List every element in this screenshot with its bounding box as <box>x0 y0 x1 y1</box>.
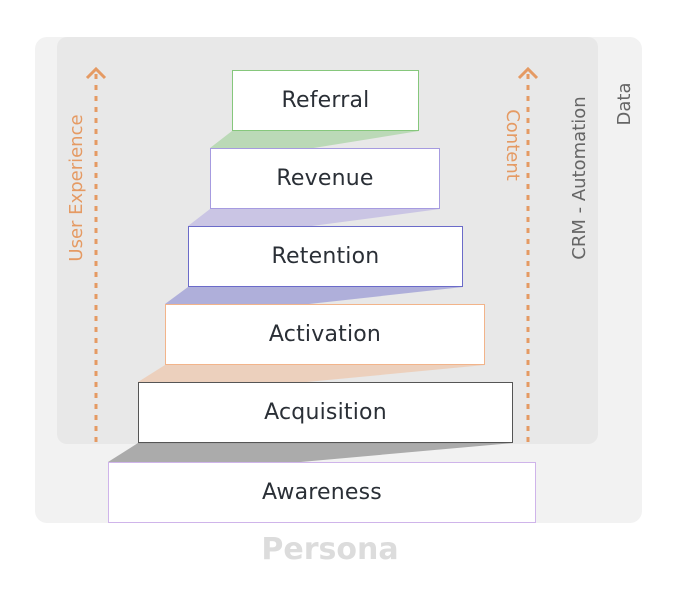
content-label: Content <box>502 109 523 181</box>
user-experience-label: User Experience <box>66 114 87 262</box>
connector-band <box>188 209 440 226</box>
stage-awareness: Awareness <box>108 462 536 523</box>
connector-band <box>165 287 463 304</box>
content-arrow <box>517 66 539 442</box>
connector-band <box>210 131 419 148</box>
persona-label: Persona <box>261 532 399 567</box>
stage-revenue: Revenue <box>210 148 440 209</box>
stage-retention: Retention <box>188 226 463 287</box>
stage-referral: Referral <box>232 70 419 131</box>
data-label: Data <box>614 82 635 126</box>
stage-activation: Activation <box>165 304 485 365</box>
crm-automation-label: CRM - Automation <box>569 96 590 260</box>
user-experience-arrow <box>85 66 107 442</box>
connector-band <box>108 443 513 462</box>
connector-band <box>138 365 485 382</box>
stage-acquisition: Acquisition <box>138 382 513 443</box>
